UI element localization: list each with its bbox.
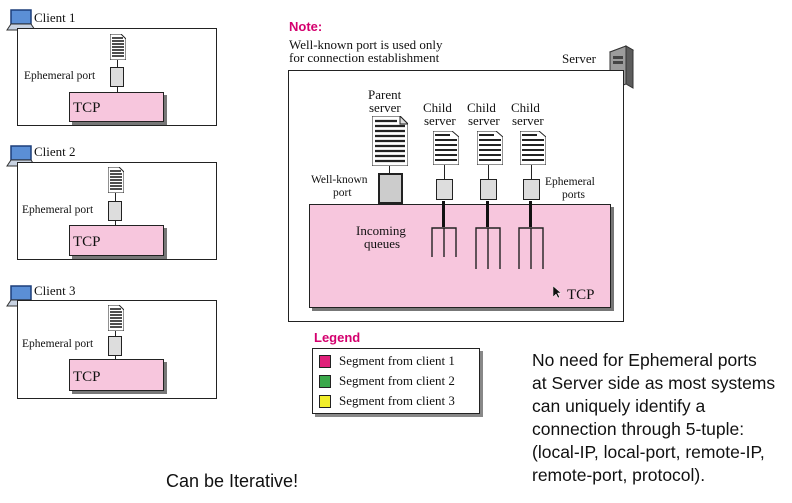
legend-label: Segment from client 3	[339, 393, 455, 408]
ephemeral-port	[110, 67, 124, 87]
mouse-cursor-icon	[552, 285, 562, 304]
client-label: Client 3	[34, 283, 76, 298]
queue-3-pipe	[529, 201, 532, 227]
side-note-line: remote-port, protocol).	[532, 465, 706, 485]
legend-item-client-2: Segment from client 2	[319, 371, 479, 391]
child-server-1-label-1: Child	[423, 100, 452, 115]
client-label: Client 1	[34, 10, 76, 25]
note-title: Note:	[289, 19, 323, 34]
side-note-line: connection through 5-tuple:	[532, 419, 745, 439]
legend: Segment from client 1 Segment from clien…	[312, 348, 480, 414]
tcp-label: TCP	[73, 100, 101, 116]
legend-item-client-3: Segment from client 3	[319, 391, 479, 411]
port-label: Ephemeral port	[24, 70, 96, 82]
queue-2-pipe	[486, 201, 489, 227]
legend-item-client-1: Segment from client 1	[319, 351, 479, 371]
well-known-port-label-2: port	[333, 187, 352, 199]
ephemeral-port	[108, 201, 122, 221]
side-note-line: at Server side as most systems	[532, 373, 776, 393]
legend-title: Legend	[314, 330, 361, 345]
legend-swatch	[319, 374, 331, 388]
tcp-layer	[69, 92, 164, 122]
child-server-1-label-2: server	[424, 113, 456, 128]
tcp-label: TCP	[73, 234, 101, 250]
tcp-label: TCP	[73, 369, 101, 385]
tcp-layer	[69, 225, 164, 256]
port-label: Ephemeral port	[22, 338, 94, 350]
child-port-1	[436, 179, 453, 200]
port-label: Ephemeral port	[22, 204, 94, 216]
parent-server-doc-icon	[371, 114, 410, 171]
legend-swatch	[319, 354, 331, 368]
parent-server-label-1: Parent	[368, 87, 402, 102]
ephemeral-ports-label-1: Ephemeral	[545, 176, 595, 188]
child-server-2-label-2: server	[468, 113, 500, 128]
ephemeral-ports-label-2: ports	[562, 189, 585, 201]
incoming-queues-label-2: queues	[364, 236, 401, 251]
incoming-queues-label-1: Incoming	[356, 223, 406, 238]
server-tcp-label: TCP	[567, 287, 595, 303]
parent-server-label-2: server	[369, 100, 401, 115]
child-server-2-label-1: Child	[467, 100, 496, 115]
side-note: No need for Ephemeral ports at Server si…	[532, 349, 775, 487]
ephemeral-port	[108, 336, 122, 356]
side-note-line: (local-IP, local-port, remote-IP,	[532, 442, 765, 462]
note-line-2: for connection establishment	[289, 50, 440, 65]
application-doc-icon	[109, 33, 127, 65]
server-label: Server	[562, 51, 596, 66]
child-server-3-label-1: Child	[511, 100, 540, 115]
server-tcp-layer	[309, 204, 611, 308]
incoming-queue-1	[431, 227, 457, 262]
child-server-1-doc-icon	[432, 130, 460, 170]
tcp-layer	[69, 359, 164, 391]
bottom-note: Can be Iterative!	[166, 471, 299, 491]
legend-label: Segment from client 2	[339, 373, 455, 388]
legend-label: Segment from client 1	[339, 353, 455, 368]
child-server-2-doc-icon	[476, 130, 504, 170]
incoming-queue-2	[475, 227, 501, 274]
well-known-port	[378, 173, 403, 204]
well-known-port-label-1: Well-known	[311, 174, 368, 186]
child-port-3	[523, 179, 540, 200]
note-line-1: Well-known port is used only	[289, 37, 443, 52]
application-doc-icon	[107, 166, 125, 198]
child-server-3-label-2: server	[512, 113, 544, 128]
client-label: Client 2	[34, 144, 76, 159]
legend-swatch	[319, 394, 331, 408]
incoming-queue-3	[518, 227, 544, 274]
child-port-2	[480, 179, 497, 200]
side-note-line: can uniquely identify a	[532, 396, 706, 416]
queue-1-pipe	[442, 201, 445, 227]
side-note-line: No need for Ephemeral ports	[532, 350, 757, 370]
child-server-3-doc-icon	[519, 130, 547, 170]
application-doc-icon	[107, 304, 125, 336]
